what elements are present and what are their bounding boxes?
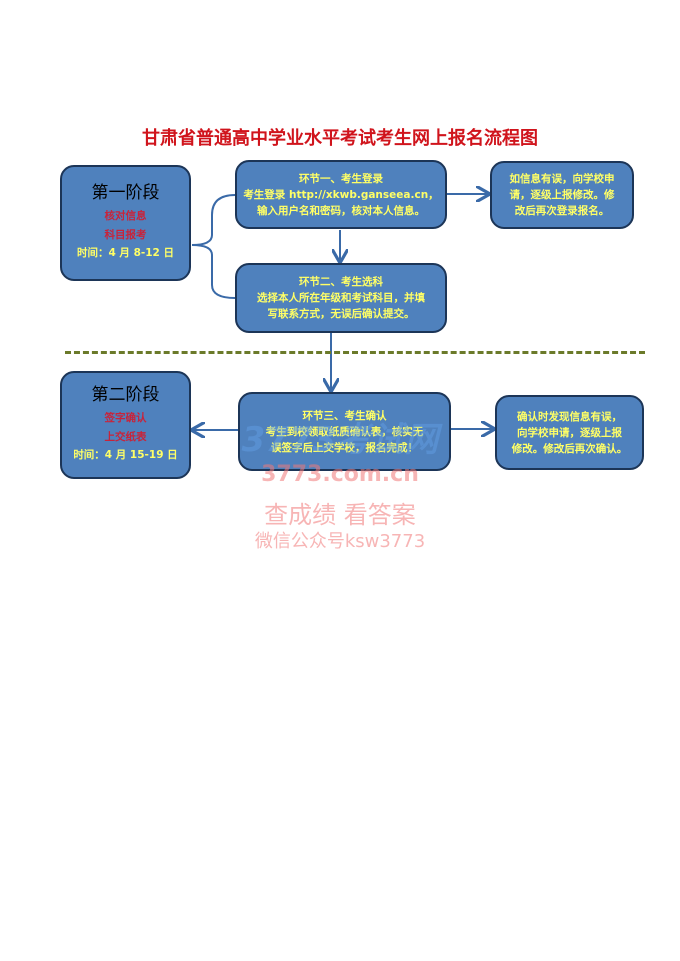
note1-line: 改后再次登录报名。 [514,205,610,217]
stage1-title: 第一阶段 [91,183,160,203]
step1-box: 环节一、考生登录 考生登录 http://xkwb.ganseea.cn， 输入… [235,160,447,229]
note3-line: 确认时发现信息有误， [517,410,622,423]
watermark-wechat: 微信公众号ksw3773 [254,531,426,552]
note3-box: 确认时发现信息有误， 向学校申请，逐级上报 修改。修改后再次确认。 [495,395,644,470]
stage1-box: 第一阶段 核对信息 科目报考 时间：4 月 8-12 日 [60,165,191,281]
step2-box: 环节二、考生选科 选择本人所在年级和考试科目，并填 写联系方式，无误后确认提交。 [235,263,447,333]
bracket-connector [191,194,236,299]
step1-line: 考生登录 http://xkwb.ganseea.cn， [243,188,439,201]
note1-line: 如信息有误，向学校申 [509,173,615,185]
step3-title: 环节三、考生确认 [302,409,387,422]
stage2-box: 第二阶段 签字确认 上交纸表 时间：4 月 15-19 日 [60,371,191,479]
stage2-item: 上交纸表 [104,431,147,443]
step1-line: 输入用户名和密码，核对本人信息。 [257,204,425,217]
stage2-time: 时间：4 月 15-19 日 [73,449,178,461]
step3-line: 考生到校领取纸质确认表，核实无 [265,425,424,438]
note3-line: 修改。修改后再次确认。 [511,442,628,455]
note1-box: 如信息有误，向学校申 请，逐级上报修改。修 改后再次登录报名。 [490,161,634,229]
page-title: 甘肃省普通高中学业水平考试考生网上报名流程图 [142,128,538,149]
watermark-url: 3773.com.cn [261,462,419,487]
stage1-item: 科目报考 [104,229,147,241]
step2-title: 环节二、考生选科 [299,276,383,288]
stage2-item: 签字确认 [104,412,147,424]
watermark-logo: 3773考试网 [241,420,439,460]
stage1-time: 时间：4 月 8-12 日 [76,247,175,259]
note1-line: 请，逐级上报修改。修 [509,189,615,201]
step3-box: 环节三、考生确认 考生到校领取纸质确认表，核实无 误签字后上交学校，报名完成！ [238,392,451,471]
step3-line: 误签字后上交学校，报名完成！ [271,441,418,454]
step2-line: 选择本人所在年级和考试科目，并填 [257,292,425,304]
watermark-slogan: 查成绩 看答案 [264,501,416,529]
stage-divider [65,351,645,354]
step1-title: 环节一、考生登录 [299,172,383,185]
stage2-title: 第二阶段 [91,385,160,405]
step2-line: 写联系方式，无误后确认提交。 [267,308,415,320]
note3-line: 向学校申请，逐级上报 [517,426,622,439]
stage1-item: 核对信息 [104,210,147,222]
